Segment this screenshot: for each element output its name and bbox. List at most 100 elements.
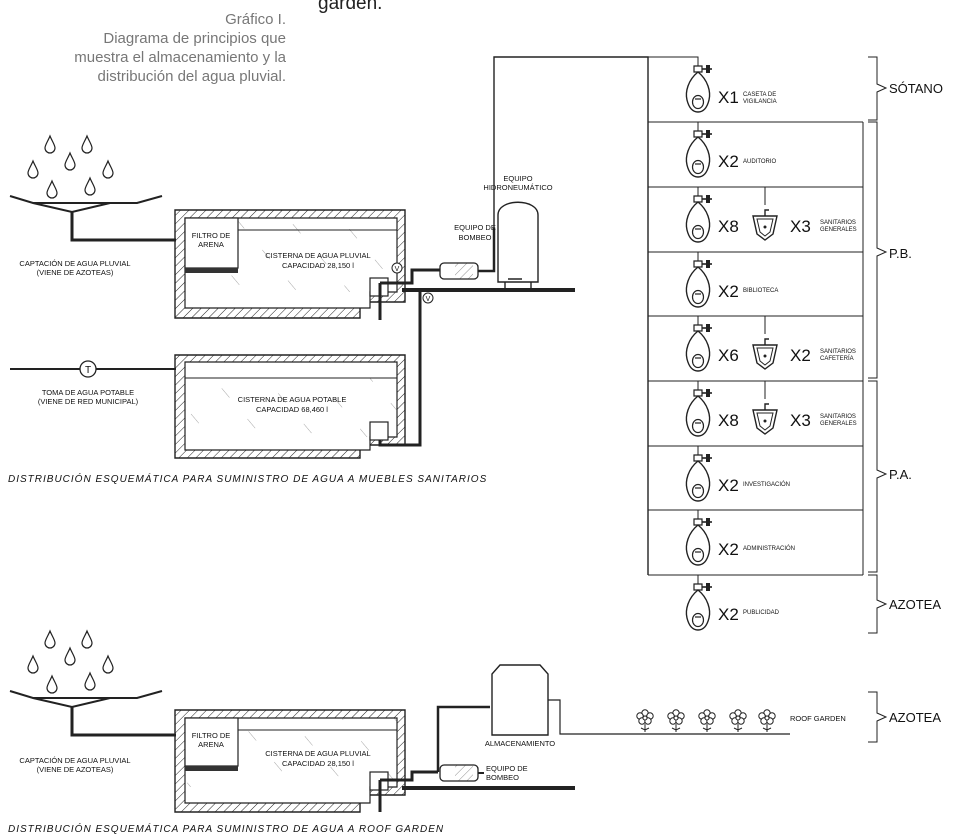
pump-sublabel: BOMBEO [486, 773, 519, 782]
pump-sublabel: BOMBEO [459, 233, 492, 242]
fixture-count: X2 [718, 540, 739, 559]
fixture-count: X2 [718, 605, 739, 624]
valve-symbol: V [395, 266, 400, 273]
level-label: SÓTANO [889, 81, 943, 96]
rain-capture-label: CAPTACIÓN DE AGUA PLUVIAL [19, 259, 130, 268]
toilet-icon [685, 388, 713, 437]
rain-cistern-capacity: CAPACIDAD 28,150 l [282, 261, 354, 270]
flower-icon [758, 709, 776, 733]
fixture-sublabel: GENERALES [820, 421, 857, 427]
filter-sublabel: ARENA [198, 240, 224, 249]
fixture-label: SANITARIOS [820, 414, 856, 420]
fixture-sanitarios-generales-pa: X8 X3 SANITARIOS GENERALES [685, 388, 857, 437]
supply-pipes-2 [378, 705, 575, 812]
fixture-extra-count: X3 [790, 217, 811, 236]
fixture-sublabel: VIGILANCIA [743, 99, 777, 105]
filter-label: FILTRO DE [192, 231, 231, 240]
fixture-extra-count: X3 [790, 411, 811, 430]
fixture-label: CASETA DE [743, 92, 776, 98]
rain-cistern-capacity: CAPACIDAD 28,150 l [282, 759, 354, 768]
potable-cistern-label: CISTERNA DE AGUA POTABLE [238, 395, 347, 404]
level-label: P.A. [889, 467, 912, 482]
rain-cistern-label: CISTERNA DE AGUA PLUVIAL [265, 749, 370, 758]
caption-line: Diagrama de principios que [103, 30, 286, 47]
rain-collector-1 [9, 195, 176, 242]
roof-garden-plants [636, 709, 776, 733]
level-braces [868, 56, 888, 634]
fixture-administracion: X2 ADMINISTRACIÓN [685, 517, 795, 566]
rain-cistern-label: CISTERNA DE AGUA PLUVIAL [265, 251, 370, 260]
fixture-count: X6 [718, 346, 739, 365]
level-label: P.B. [889, 246, 912, 261]
flower-icon [667, 709, 685, 733]
diagram1-title: DISTRIBUCIÓN ESQUEMÁTICA PARA SUMINISTRO… [8, 472, 487, 485]
fixture-count: X8 [718, 217, 739, 236]
intake-sublabel: (VIENE DE RED MUNICIPAL) [38, 397, 139, 406]
fixture-sublabel: CAFETERÍA [820, 355, 854, 362]
figure-caption: Gráfico I. Diagrama de principios que mu… [0, 10, 286, 86]
fixture-publicidad: X2 PUBLICIDAD [685, 582, 780, 631]
fixture-label: AUDITORIO [743, 159, 777, 165]
toilet-icon [685, 259, 713, 308]
storage-label: ALMACENAMIENTO [485, 739, 555, 748]
fixture-count: X2 [718, 152, 739, 171]
pump-2 [439, 764, 484, 782]
intake-label: TOMA DE AGUA POTABLE [42, 388, 134, 397]
rain-capture-sublabel: (VIENE DE AZOTEAS) [37, 268, 114, 277]
toilet-icon [685, 582, 713, 631]
caption-line: muestra el almacenamiento y la [74, 49, 286, 66]
fixture-sublabel: GENERALES [820, 227, 857, 233]
fixture-sanitarios-cafeteria: X6 X2 SANITARIOS CAFETERÍA [685, 323, 856, 372]
fixture-label: ADMINISTRACIÓN [743, 545, 795, 552]
level-label: AZOTEA [889, 710, 941, 725]
rain-drops-1 [27, 135, 114, 199]
fixture-label: SANITARIOS [820, 349, 856, 355]
distribution-riser [493, 56, 864, 584]
toilet-icon [685, 323, 713, 372]
level-brace [868, 691, 888, 743]
toilet-icon [685, 129, 713, 178]
fixture-sanitarios-generales-pb: X8 X3 SANITARIOS GENERALES [685, 194, 857, 243]
hydro-label: EQUIPO [503, 174, 532, 183]
rain-cistern-1 [174, 209, 406, 319]
fixture-extra-count: X2 [790, 346, 811, 365]
caption-line: distribución del agua pluvial. [97, 68, 286, 85]
toilet-icon [685, 517, 713, 566]
fixture-biblioteca: X2 BIBLIOTECA [685, 259, 778, 308]
fixture-count: X2 [718, 282, 739, 301]
rain-cistern-2 [174, 709, 406, 813]
pump-label: EQUIPO DE [454, 223, 496, 232]
fixture-label: BIBLIOTECA [743, 288, 778, 294]
toilet-icon [685, 64, 713, 113]
toilet-icon [685, 453, 713, 502]
diagram2-title: DISTRIBUCIÓN ESQUEMÁTICA PARA SUMINISTRO… [8, 822, 444, 835]
toilet-icon [685, 194, 713, 243]
potable-cistern-capacity: CAPACIDAD 68,460 l [256, 405, 328, 414]
fixture-caseta: X1 CASETA DE VIGILANCIA [685, 64, 777, 113]
fixture-count: X1 [718, 88, 739, 107]
flower-icon [636, 709, 654, 733]
level-label: AZOTEA [889, 597, 941, 612]
flower-icon [698, 709, 716, 733]
flower-icon [729, 709, 747, 733]
filter-label: FILTRO DE [192, 731, 231, 740]
fixture-label: SANITARIOS [820, 220, 856, 226]
rain-capture-label: CAPTACIÓN DE AGUA PLUVIAL [19, 756, 130, 765]
fixture-count: X8 [718, 411, 739, 430]
urinal-icon [752, 403, 778, 435]
valve-symbol: V [426, 296, 431, 303]
meter-symbol: T [85, 365, 91, 376]
urinal-icon [752, 209, 778, 241]
fixture-label: PUBLICIDAD [743, 610, 780, 616]
rain-drops-2 [27, 630, 114, 694]
municipal-intake [10, 360, 176, 378]
fixture-investigacion: X2 INVESTIGACIÓN [685, 453, 790, 502]
hydropneumatic-tank [497, 201, 539, 290]
caption-fragment: garden. [318, 0, 383, 14]
pump-1 [439, 228, 496, 280]
roof-garden-label: ROOF GARDEN [790, 714, 846, 723]
filter-sublabel: ARENA [198, 740, 224, 749]
fixture-auditorio: X2 AUDITORIO [685, 129, 777, 178]
supply-pipes-1 [378, 262, 575, 447]
